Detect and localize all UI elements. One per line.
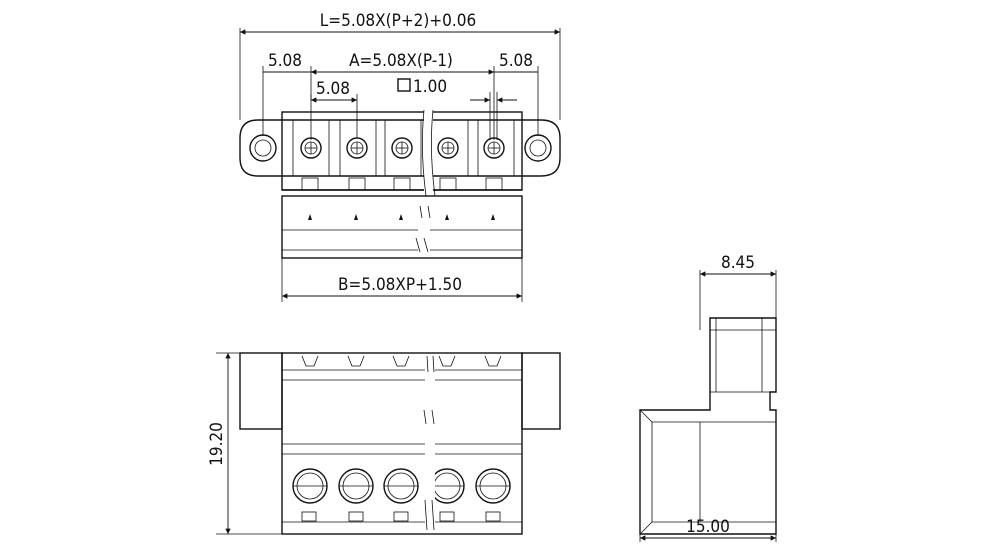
overall-length-label: L=5.08X(P+2)+0.06 (320, 11, 476, 31)
front-view: 19.20 (207, 352, 561, 535)
square-symbol (397, 78, 411, 92)
side-depth-label: 15.00 (686, 517, 730, 537)
height-label: 19.20 (207, 422, 227, 466)
contact-tabs (301, 177, 503, 191)
bottom-slots (301, 511, 501, 522)
pitch-left-label: 5.08 (268, 51, 302, 71)
mounting-hole-left (249, 134, 277, 162)
polarity-marks (308, 214, 495, 220)
wire-entry-holes (292, 468, 511, 504)
side-top-label: 8.45 (721, 253, 755, 273)
side-view: 8.45 15.00 (639, 253, 777, 542)
mounting-hole-right (524, 134, 552, 162)
pitch-right-label: 5.08 (499, 51, 533, 71)
body-width-label: B=5.08XP+1.50 (338, 275, 462, 295)
screw-terminal-row (292, 119, 515, 177)
pin-square-label: 1.00 (413, 77, 447, 97)
top-notches (301, 355, 502, 367)
pitch-span-label: A=5.08X(P-1) (349, 51, 453, 71)
top-view: L=5.08X(P+2)+0.06 A=5.08X(P-1) 5.08 5.08… (239, 11, 561, 302)
pitch-inner-label: 5.08 (316, 79, 350, 99)
